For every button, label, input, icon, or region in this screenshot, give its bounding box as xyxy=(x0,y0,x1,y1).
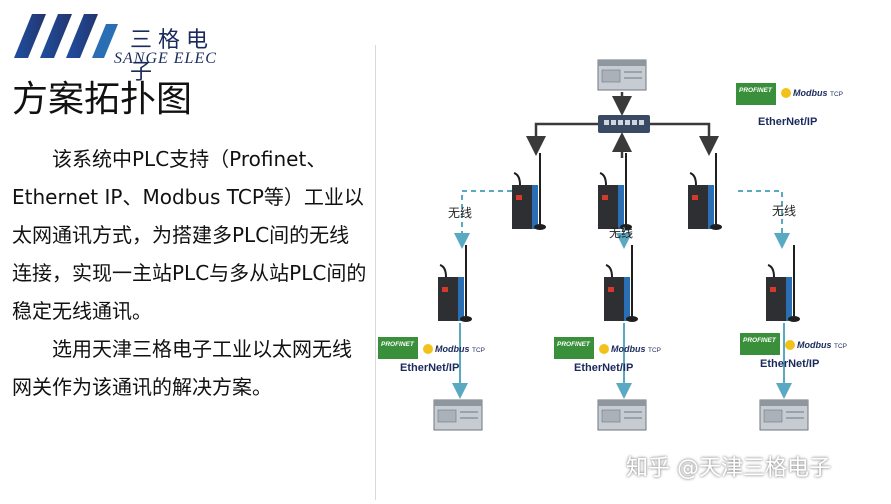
protocol-badge-left: PROFINET Modbus TCP EtherNet/IP xyxy=(378,337,485,374)
gateway-master-right xyxy=(687,152,723,231)
logo-mark-icon xyxy=(14,14,118,58)
logo-text-en: SANGE ELEC xyxy=(114,50,217,67)
wireless-link-left xyxy=(454,190,512,249)
wireless-label-center: 无线 xyxy=(609,226,633,240)
modbus-star-icon xyxy=(423,344,433,354)
slave-plc-right xyxy=(759,399,809,431)
protocol-badge-top: PROFINET Modbus TCP EtherNet/IP xyxy=(736,83,843,128)
ethernetip-logo-text: EtherNet/IP xyxy=(400,362,459,374)
modbus-logo-text: Modbus xyxy=(793,88,828,98)
master-plc xyxy=(597,59,647,91)
profinet-logo-text: PROFINET xyxy=(381,341,415,348)
profinet-logo-text: PROFINET xyxy=(739,87,773,94)
watermark: 知乎 @天津三格电子 xyxy=(626,456,831,481)
wireless-label-left: 无线 xyxy=(448,206,472,220)
wireless-label-right: 无线 xyxy=(772,204,796,218)
tcp-logo-text: TCP xyxy=(648,347,661,354)
ethernet-switch xyxy=(598,115,650,133)
logo-text-cn: 三格电子 xyxy=(130,28,215,85)
modbus-logo-text: Modbus xyxy=(435,344,470,354)
description-paragraph-2: 选用天津三格电子工业以太网无线网关作为该通讯的解决方案。 xyxy=(12,330,367,406)
gateway-slave-right xyxy=(765,244,801,323)
description-paragraph-1: 该系统中PLC支持（Profinet、Ethernet IP、Modbus TC… xyxy=(12,140,367,330)
ethernetip-logo-text: EtherNet/IP xyxy=(760,358,819,370)
description-text-1: 该系统中PLC支持（Profinet、Ethernet IP、Modbus TC… xyxy=(12,147,367,323)
gateway-master-left xyxy=(511,152,547,231)
protocol-badge-center: PROFINET Modbus TCP EtherNet/IP xyxy=(554,337,661,374)
page-title: 方案拓扑图 xyxy=(12,79,193,120)
modbus-logo-text: Modbus xyxy=(611,344,646,354)
slave-plc-left xyxy=(433,399,483,431)
modbus-logo-text: Modbus xyxy=(797,340,832,350)
gateway-master-center xyxy=(597,152,633,231)
wireless-link-right xyxy=(738,190,790,249)
description-text-2: 选用天津三格电子工业以太网无线网关作为该通讯的解决方案。 xyxy=(12,337,352,399)
protocol-badge-right: PROFINET Modbus TCP EtherNet/IP xyxy=(740,333,847,370)
tcp-logo-text: TCP xyxy=(834,343,847,350)
gateway-slave-left xyxy=(437,244,473,323)
ethernetip-logo-text: EtherNet/IP xyxy=(758,116,817,128)
modbus-star-icon xyxy=(599,344,609,354)
tcp-logo-text: TCP xyxy=(830,91,843,98)
slave-plc-center xyxy=(597,399,647,431)
company-logo: 三格电子 SANGE ELEC xyxy=(10,10,240,85)
switch-to-gateway-left-arrow xyxy=(526,122,598,156)
modbus-star-icon xyxy=(781,88,791,98)
switch-to-gateway-right-arrow xyxy=(650,122,719,156)
topology-diagram: 无线 无线 无线 PROFINET Modbus TCP EtherNet/IP… xyxy=(375,45,891,500)
ethernetip-logo-text: EtherNet/IP xyxy=(574,362,633,374)
profinet-logo-text: PROFINET xyxy=(743,337,777,344)
profinet-logo-text: PROFINET xyxy=(557,341,591,348)
modbus-star-icon xyxy=(785,340,795,350)
gateway-slave-center xyxy=(603,244,639,323)
tcp-logo-text: TCP xyxy=(472,347,485,354)
